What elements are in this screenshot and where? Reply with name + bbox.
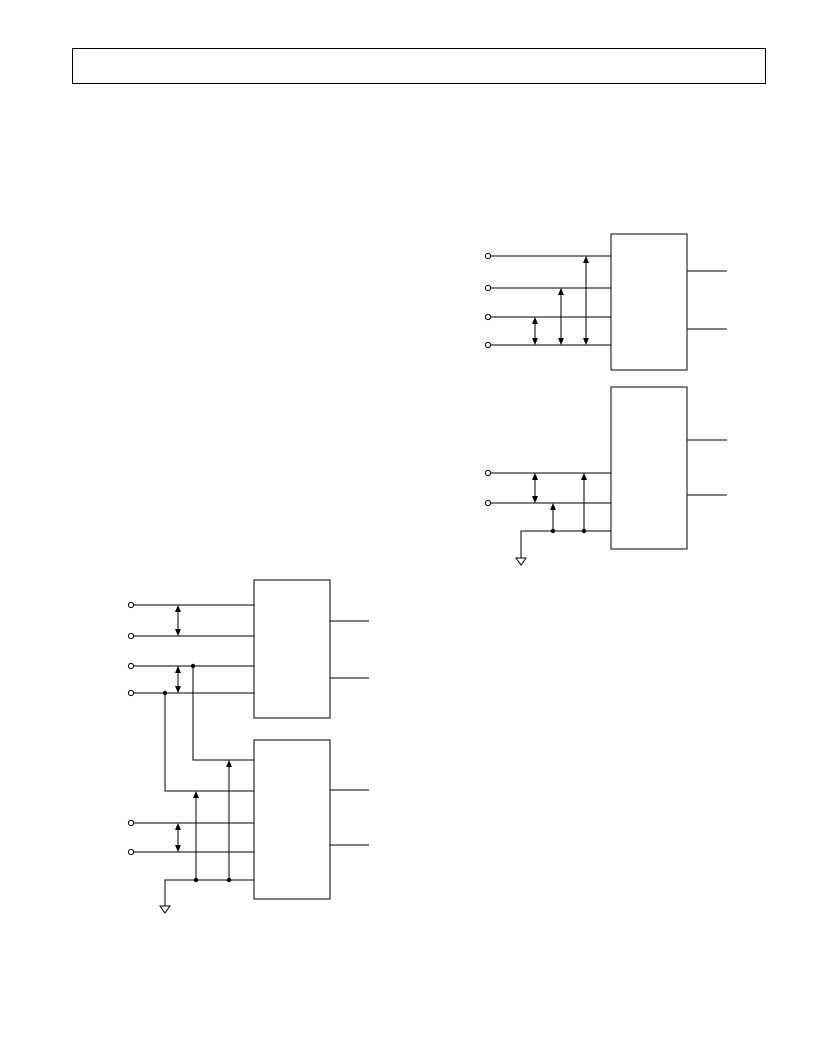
cross-connection: [164, 693, 254, 792]
terminal: [484, 313, 492, 321]
terminal: [127, 662, 135, 670]
terminal: [484, 252, 492, 260]
terminal: [127, 689, 135, 697]
double-arrow: [175, 666, 181, 693]
double-arrow: [532, 473, 538, 503]
block-box: [610, 386, 688, 550]
terminal: [484, 284, 492, 292]
double-arrow: [175, 823, 181, 852]
cross-connection: [192, 666, 254, 761]
terminal: [127, 601, 135, 609]
terminal: [127, 848, 135, 856]
single-arrow: [193, 791, 199, 883]
single-arrow: [581, 473, 587, 534]
terminal: [127, 632, 135, 640]
double-arrow: [532, 317, 538, 345]
four-terminal-single-block: [484, 233, 727, 371]
two-terminal-grounded-block: [484, 386, 727, 566]
single-arrow: [550, 503, 556, 534]
lower-block-box: [253, 739, 331, 900]
ground-rail: [520, 530, 611, 558]
double-arrow: [175, 605, 181, 636]
double-arrow: [583, 256, 589, 345]
ground-icon: [159, 905, 171, 914]
single-arrow: [226, 760, 232, 883]
two-block-cascaded-network: [127, 579, 369, 914]
terminal: [484, 469, 492, 477]
ground-icon: [515, 557, 527, 566]
double-arrow: [558, 288, 564, 345]
header-box: [72, 48, 766, 84]
block-box: [610, 233, 688, 371]
terminal: [127, 819, 135, 827]
upper-block-box: [253, 579, 331, 719]
terminal: [484, 341, 492, 349]
ground-rail: [164, 879, 254, 906]
terminal: [484, 499, 492, 507]
